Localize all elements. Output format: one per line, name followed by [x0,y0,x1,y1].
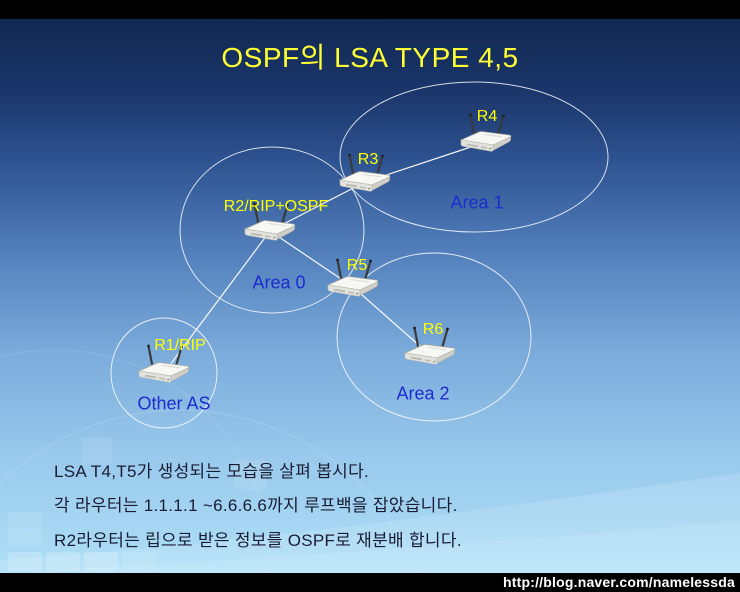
router-label-r3: R3 [357,151,379,168]
router-r4 [458,112,514,156]
wireless-router-icon [403,326,456,365]
router-r6 [402,325,458,369]
area-label-area2: Area 2 [396,383,450,404]
area-2-boundary-ellipse [336,252,532,422]
other-as-boundary-circle [110,317,218,429]
area-1-boundary-ellipse [339,81,609,233]
area-label-area1: Area 1 [450,192,504,213]
note-line-3: R2라우터는 립으로 받은 정보를 OSPF로 재분배 합니다. [54,531,462,550]
router-r2 [242,201,298,245]
router-label-r1: R1/RIP [154,337,206,354]
slide-title: OSPF의 LSA TYPE 4,5 [221,42,519,73]
router-label-r5: R5 [346,257,368,274]
wireless-router-icon [338,153,391,192]
router-label-r2: R2/RIP+OSPF [223,198,329,215]
top-letterbox-bar [0,0,740,19]
area-0-boundary-ellipse [179,146,365,314]
area-label-area0: Area 0 [252,272,306,293]
link-r2-r5 [269,230,354,288]
slide-background [0,19,740,573]
footer-bar: http://blog.naver.com/namelessda [0,573,740,592]
wireless-router-icon [459,113,512,152]
router-r5 [325,257,381,301]
wireless-router-icon [326,258,379,297]
router-r3 [337,152,393,196]
wireless-router-icon [137,344,190,383]
area-label-other-as: Other AS [137,393,211,414]
router-label-r4: R4 [476,108,498,125]
note-line-1: LSA T4,T5가 생성되는 모습을 살펴 봅시다. [54,462,370,481]
wireless-router-icon [243,202,296,241]
footer-url: http://blog.naver.com/namelessda [502,574,735,590]
note-line-2: 각 라우터는 1.1.1.1 ~6.6.6.6까지 루프백을 잡았습니다. [54,496,458,515]
router-r1 [136,343,192,387]
router-label-r6: R6 [422,321,444,338]
